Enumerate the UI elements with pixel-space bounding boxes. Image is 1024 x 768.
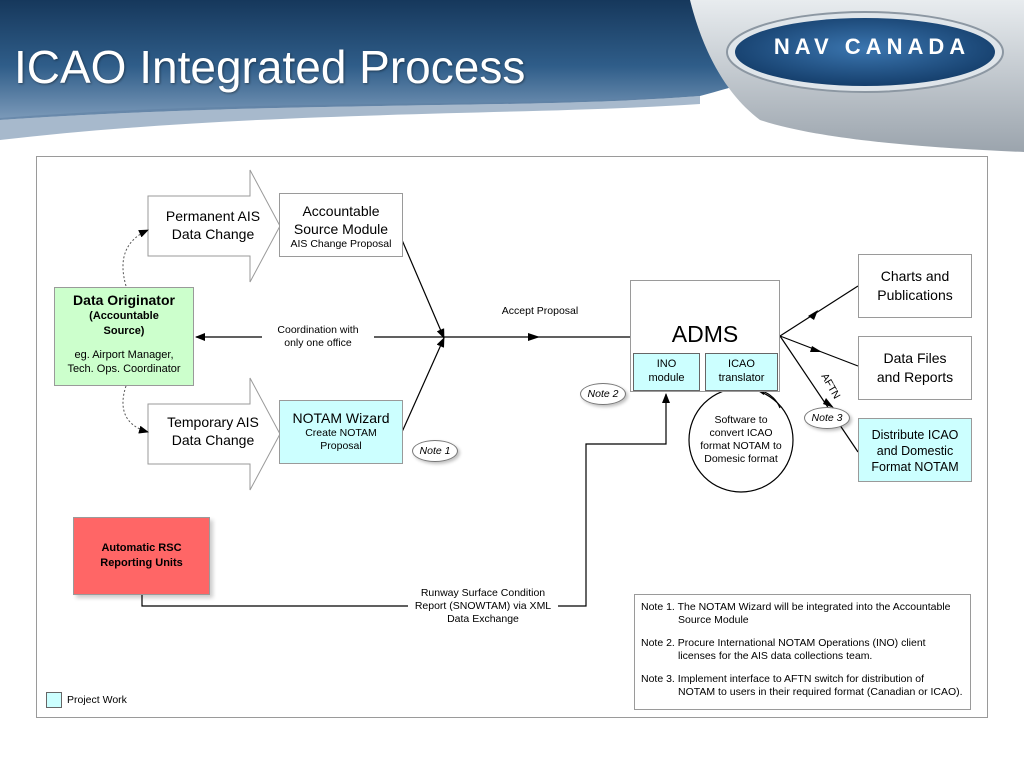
charts-publications: Charts and Publications bbox=[858, 254, 972, 318]
originator-desc2: Tech. Ops. Coordinator bbox=[67, 363, 181, 375]
notam-wizard-sub2: Proposal bbox=[320, 440, 362, 452]
distribute-line3: Format NOTAM bbox=[871, 460, 959, 474]
icao-translator-line1: ICAO bbox=[728, 358, 755, 370]
notam-wizard-sub1: Create NOTAM bbox=[305, 427, 377, 439]
permanent-change-shape bbox=[147, 169, 281, 283]
software-line3: format NOTAM to bbox=[700, 440, 782, 452]
automatic-rsc-reporting-units: Automatic RSC Reporting Units bbox=[73, 517, 210, 595]
runway-line1: Runway Surface Condition bbox=[420, 587, 546, 599]
rsc-line1: Automatic RSC bbox=[101, 542, 182, 554]
software-converter: Software to convert ICAO format NOTAM to… bbox=[691, 414, 791, 466]
runway-label: Runway Surface Condition Report (SNOWTAM… bbox=[408, 587, 558, 626]
permanent-ais-data-change: Permanent AIS Data Change bbox=[152, 207, 274, 243]
icao-translator: ICAO translator bbox=[705, 353, 778, 391]
rsc-line2: Reporting Units bbox=[100, 557, 183, 569]
coordination-line2: only one office bbox=[284, 337, 352, 349]
nav-canada-logo: NAV CANADA bbox=[773, 34, 971, 59]
ino-line2: module bbox=[648, 372, 685, 384]
page-title: ICAO Integrated Process bbox=[14, 41, 526, 93]
data-originator: Data Originator (Accountable Source) eg.… bbox=[54, 287, 194, 386]
temporary-line1: Temporary AIS bbox=[167, 414, 259, 430]
software-line1: Software to bbox=[714, 414, 768, 426]
charts-line1: Charts and bbox=[880, 268, 950, 284]
originator-desc1: eg. Airport Manager, bbox=[74, 349, 174, 361]
permanent-line1: Permanent AIS bbox=[165, 208, 261, 224]
temporary-ais-data-change: Temporary AIS Data Change bbox=[152, 413, 274, 449]
notam-wizard: NOTAM Wizard Create NOTAM Proposal bbox=[279, 400, 403, 464]
temporary-line2: Data Change bbox=[171, 432, 255, 448]
coordination-label: Coordination with only one office bbox=[262, 324, 374, 350]
adms-title: ADMS bbox=[671, 321, 739, 347]
ino-line1: INO bbox=[656, 358, 677, 370]
datafiles-line2: and Reports bbox=[876, 369, 954, 385]
datafiles-line1: Data Files bbox=[883, 350, 947, 366]
charts-line2: Publications bbox=[877, 287, 953, 303]
originator-sub1: (Accountable bbox=[89, 310, 159, 322]
notam-to-junction-line bbox=[401, 337, 445, 433]
data-files-reports: Data Files and Reports bbox=[858, 336, 972, 400]
distribute-notam: Distribute ICAO and Domestic Format NOTA… bbox=[858, 418, 972, 482]
temporary-change-shape bbox=[147, 377, 281, 491]
runway-line2: Report (SNOWTAM) via XML bbox=[414, 600, 552, 612]
adms-to-charts-line bbox=[779, 285, 859, 337]
software-line4: Domesic format bbox=[704, 453, 778, 465]
accountable-to-junction-line bbox=[401, 239, 445, 339]
software-line2: convert ICAO bbox=[709, 427, 773, 439]
header-band: ICAO Integrated Process NAV CANADA bbox=[0, 0, 1024, 155]
dotted-connector-top bbox=[122, 229, 149, 287]
note2-bubble: Note 2 bbox=[580, 383, 626, 405]
note3-bubble: Note 3 bbox=[804, 407, 850, 429]
accountable-source-module: Accountable Source Module AIS Change Pro… bbox=[279, 193, 403, 257]
accountable-line1: Accountable bbox=[302, 203, 380, 219]
note1-bubble: Note 1 bbox=[412, 440, 458, 462]
legend-label: Project Work bbox=[67, 694, 127, 706]
notam-wizard-title: NOTAM Wizard bbox=[292, 410, 390, 426]
rsc-to-ino-line bbox=[141, 393, 670, 607]
legend-swatch bbox=[46, 692, 62, 708]
note3-text: Note 3. Implement interface to AFTN swit… bbox=[641, 673, 963, 698]
icao-translator-line2: translator bbox=[718, 372, 765, 384]
ino-module: INO module bbox=[633, 353, 700, 391]
distribute-line2: and Domestic bbox=[876, 444, 954, 458]
accountable-sub: AIS Change Proposal bbox=[290, 238, 392, 250]
originator-sub2: Source) bbox=[103, 325, 145, 337]
note2-text: Note 2. Procure International NOTAM Oper… bbox=[641, 637, 926, 662]
dotted-connector-bottom bbox=[122, 385, 149, 434]
notes-panel: Note 1. The NOTAM Wizard will be integra… bbox=[634, 594, 971, 710]
header-background bbox=[0, 0, 1024, 155]
adms-to-distribute-line bbox=[779, 335, 859, 453]
originator-title: Data Originator bbox=[73, 292, 175, 308]
distribute-line1: Distribute ICAO bbox=[871, 428, 959, 442]
accountable-line2: Source Module bbox=[293, 221, 389, 237]
runway-line3: Data Exchange bbox=[447, 613, 519, 625]
coordination-line1: Coordination with bbox=[277, 324, 359, 336]
accept-proposal-label: Accept Proposal bbox=[501, 305, 579, 317]
permanent-line2: Data Change bbox=[171, 226, 255, 242]
note1-text: Note 1. The NOTAM Wizard will be integra… bbox=[641, 601, 951, 626]
